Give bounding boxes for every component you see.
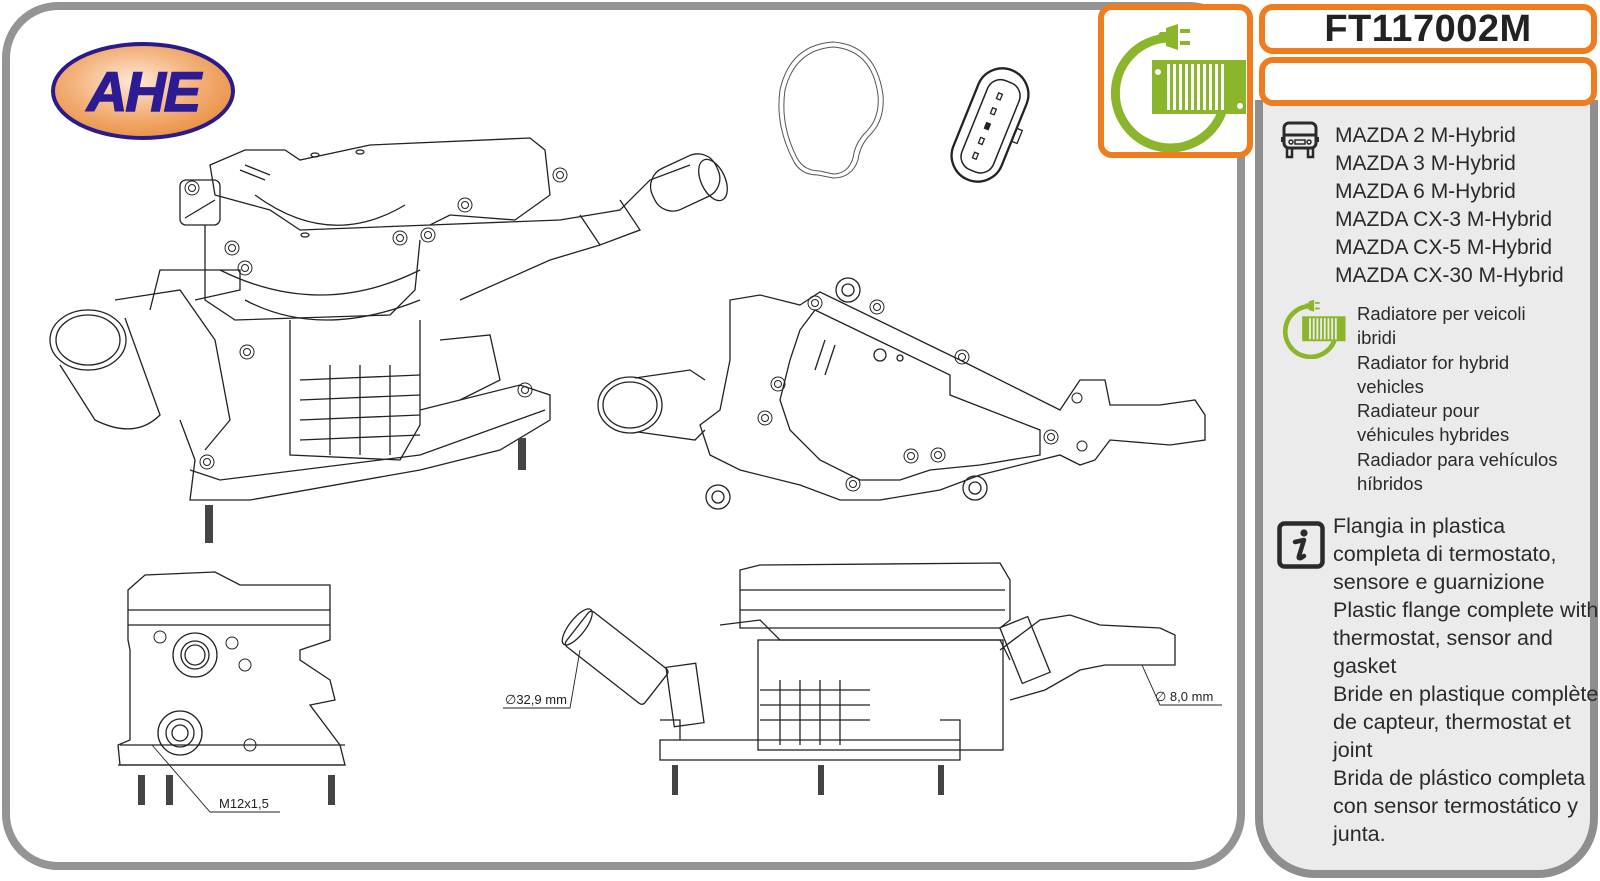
hybrid-line: híbridos [1357,473,1423,495]
vehicle-front-icon [1281,121,1319,159]
product-description: Flangia in plastica completa di termosta… [1333,512,1598,848]
description-line: completa di termostato, [1333,542,1557,566]
isometric-view-drawing [49,137,728,543]
hybrid-radiator-plug-icon-small [1283,299,1346,359]
description-line: thermostat, sensor and [1333,626,1553,650]
vehicle-item: MAZDA 3 M-Hybrid [1335,152,1516,175]
vehicle-list: MAZDA 2 M-Hybrid MAZDA 3 M-Hybrid MAZDA … [1335,122,1564,290]
hybrid-line: Radiador para vehículos [1357,448,1558,470]
description-line: junta. [1333,822,1386,846]
info-panel [1255,100,1598,878]
side-view-drawing [503,562,1222,795]
description-line: Plastic flange complete with [1333,598,1599,622]
gasket-drawing [778,41,884,179]
hybrid-line: Radiator for hybrid [1357,351,1510,373]
hybrid-radiator-plug-icon [1110,24,1246,153]
hybrid-line: ibridi [1357,327,1397,349]
hybrid-line: véhicules hybrides [1357,424,1510,446]
inlet-diameter-label: ∅32,9 mm [505,692,567,707]
hybrid-icon-box [1098,4,1253,158]
description-line: Bride en plastique complète [1333,682,1599,706]
hybrid-line: Radiateur pour [1357,400,1480,422]
description-line: sensore e guarnizione [1333,570,1545,594]
description-line: joint [1333,738,1373,762]
description-line: gasket [1333,654,1397,678]
technical-drawings: M12x1,5 ∅32,9 mm ∅ 8,0 mm [49,41,1222,813]
product-code: FT117002M [1324,7,1532,50]
product-subtitle-box [1259,57,1597,106]
ahe-logo: AHE [51,42,235,140]
thread-dimension-label: M12x1,5 [219,796,269,811]
product-code-box: FT117002M [1259,4,1597,54]
vehicle-item: MAZDA 6 M-Hybrid [1335,180,1516,203]
logo-text: AHE [85,60,203,123]
vehicle-item: MAZDA CX-30 M-Hybrid [1335,264,1564,287]
outlet-diameter-label: ∅ 8,0 mm [1155,689,1213,704]
vehicle-item: MAZDA 2 M-Hybrid [1335,124,1516,147]
vehicle-item: MAZDA CX-3 M-Hybrid [1335,208,1553,231]
description-line: con sensor termostático y [1333,794,1578,818]
drawing-panel [2,2,1245,870]
info-icon [1277,521,1325,569]
hybrid-line: vehicles [1357,375,1424,397]
hybrid-radiator-text: Radiatore per veicoli ibridi Radiator fo… [1357,302,1558,496]
vehicle-item: MAZDA CX-5 M-Hybrid [1335,236,1553,259]
front-view-drawing [117,571,346,813]
hybrid-line: Radiatore per veicoli [1357,303,1526,324]
description-line: Brida de plástico completa [1333,766,1586,790]
description-line: de capteur, thermostat et [1333,710,1571,734]
description-line: Flangia in plastica [1333,514,1506,538]
top-view-drawing [597,277,1206,510]
connector-drawing [950,67,1030,183]
